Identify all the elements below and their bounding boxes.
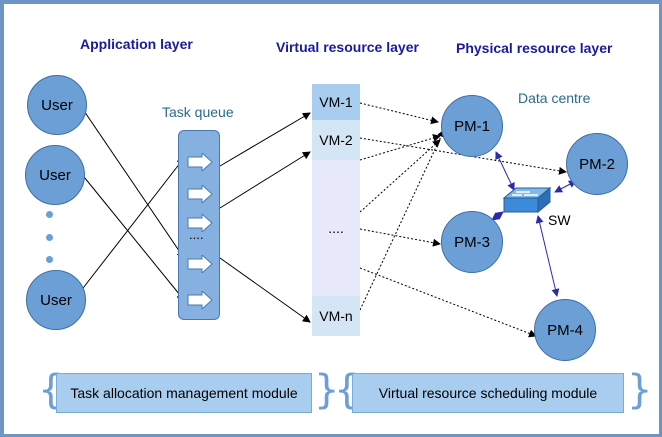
vm1-to-pm1-line bbox=[359, 102, 439, 125]
user-node: User bbox=[26, 270, 86, 330]
virtual-resource-column: VM-1 VM-2 .... VM-n bbox=[312, 84, 360, 336]
vm-upper-to-pm1-line bbox=[359, 134, 441, 161]
virtual-layer-title: Virtual resource layer bbox=[276, 39, 419, 55]
vm-mid-to-pm1-line bbox=[359, 139, 441, 213]
virtual-scheduling-module: Virtual resource scheduling module bbox=[352, 373, 624, 413]
user-node: User bbox=[25, 145, 85, 205]
ellipsis-dot bbox=[46, 211, 53, 218]
pm3-switch-link bbox=[491, 211, 504, 221]
ellipsis-dot bbox=[46, 256, 53, 263]
pm-3-node: PM-3 bbox=[441, 211, 503, 273]
physical-layer-title: Physical resource layer bbox=[456, 40, 613, 56]
task-arrow-icon bbox=[187, 214, 213, 232]
vmn-to-pm1-line bbox=[359, 129, 445, 311]
pm-4-node: PM-4 bbox=[534, 299, 596, 361]
user1-to-queue-line bbox=[79, 104, 185, 259]
vm-n: VM-n bbox=[312, 296, 360, 336]
task-queue-label: Task queue bbox=[162, 104, 234, 120]
vm-mid-to-pm4-line bbox=[359, 267, 537, 338]
vm-2: VM-2 bbox=[312, 120, 360, 160]
queue-to-vm2-line bbox=[219, 151, 311, 209]
user2-to-queue-line bbox=[79, 171, 185, 301]
data-centre-label: Data centre bbox=[518, 90, 591, 106]
user-node: User bbox=[27, 75, 87, 135]
task-queue: .... bbox=[178, 130, 220, 320]
task-allocation-module: Task allocation management module bbox=[56, 373, 312, 413]
task-arrow-icon bbox=[187, 153, 213, 171]
pm-1-node: PM-1 bbox=[441, 95, 503, 157]
right-brace-close: } bbox=[627, 367, 653, 413]
queue-to-vm1-line bbox=[219, 112, 311, 167]
pm4-switch-link bbox=[535, 215, 560, 297]
application-layer-title: Application layer bbox=[80, 36, 193, 52]
left-brace-close: } bbox=[314, 367, 340, 413]
task-arrow-icon bbox=[187, 255, 213, 273]
task-arrow-icon bbox=[187, 185, 213, 203]
pm1-switch-link bbox=[495, 151, 515, 191]
task-queue-ellipsis: .... bbox=[189, 227, 204, 242]
queue-to-vmn-line bbox=[219, 257, 311, 323]
switch-icon bbox=[502, 186, 552, 214]
user3-to-queue-line bbox=[79, 157, 185, 293]
vm-mid-to-pm3-line bbox=[359, 228, 441, 247]
vm-1: VM-1 bbox=[312, 84, 360, 120]
pm-2-node: PM-2 bbox=[566, 133, 628, 195]
switch-label: SW bbox=[548, 212, 571, 228]
task-arrow-icon bbox=[187, 291, 213, 309]
ellipsis-dot bbox=[46, 234, 53, 241]
vm-ellipsis: .... bbox=[328, 220, 344, 236]
